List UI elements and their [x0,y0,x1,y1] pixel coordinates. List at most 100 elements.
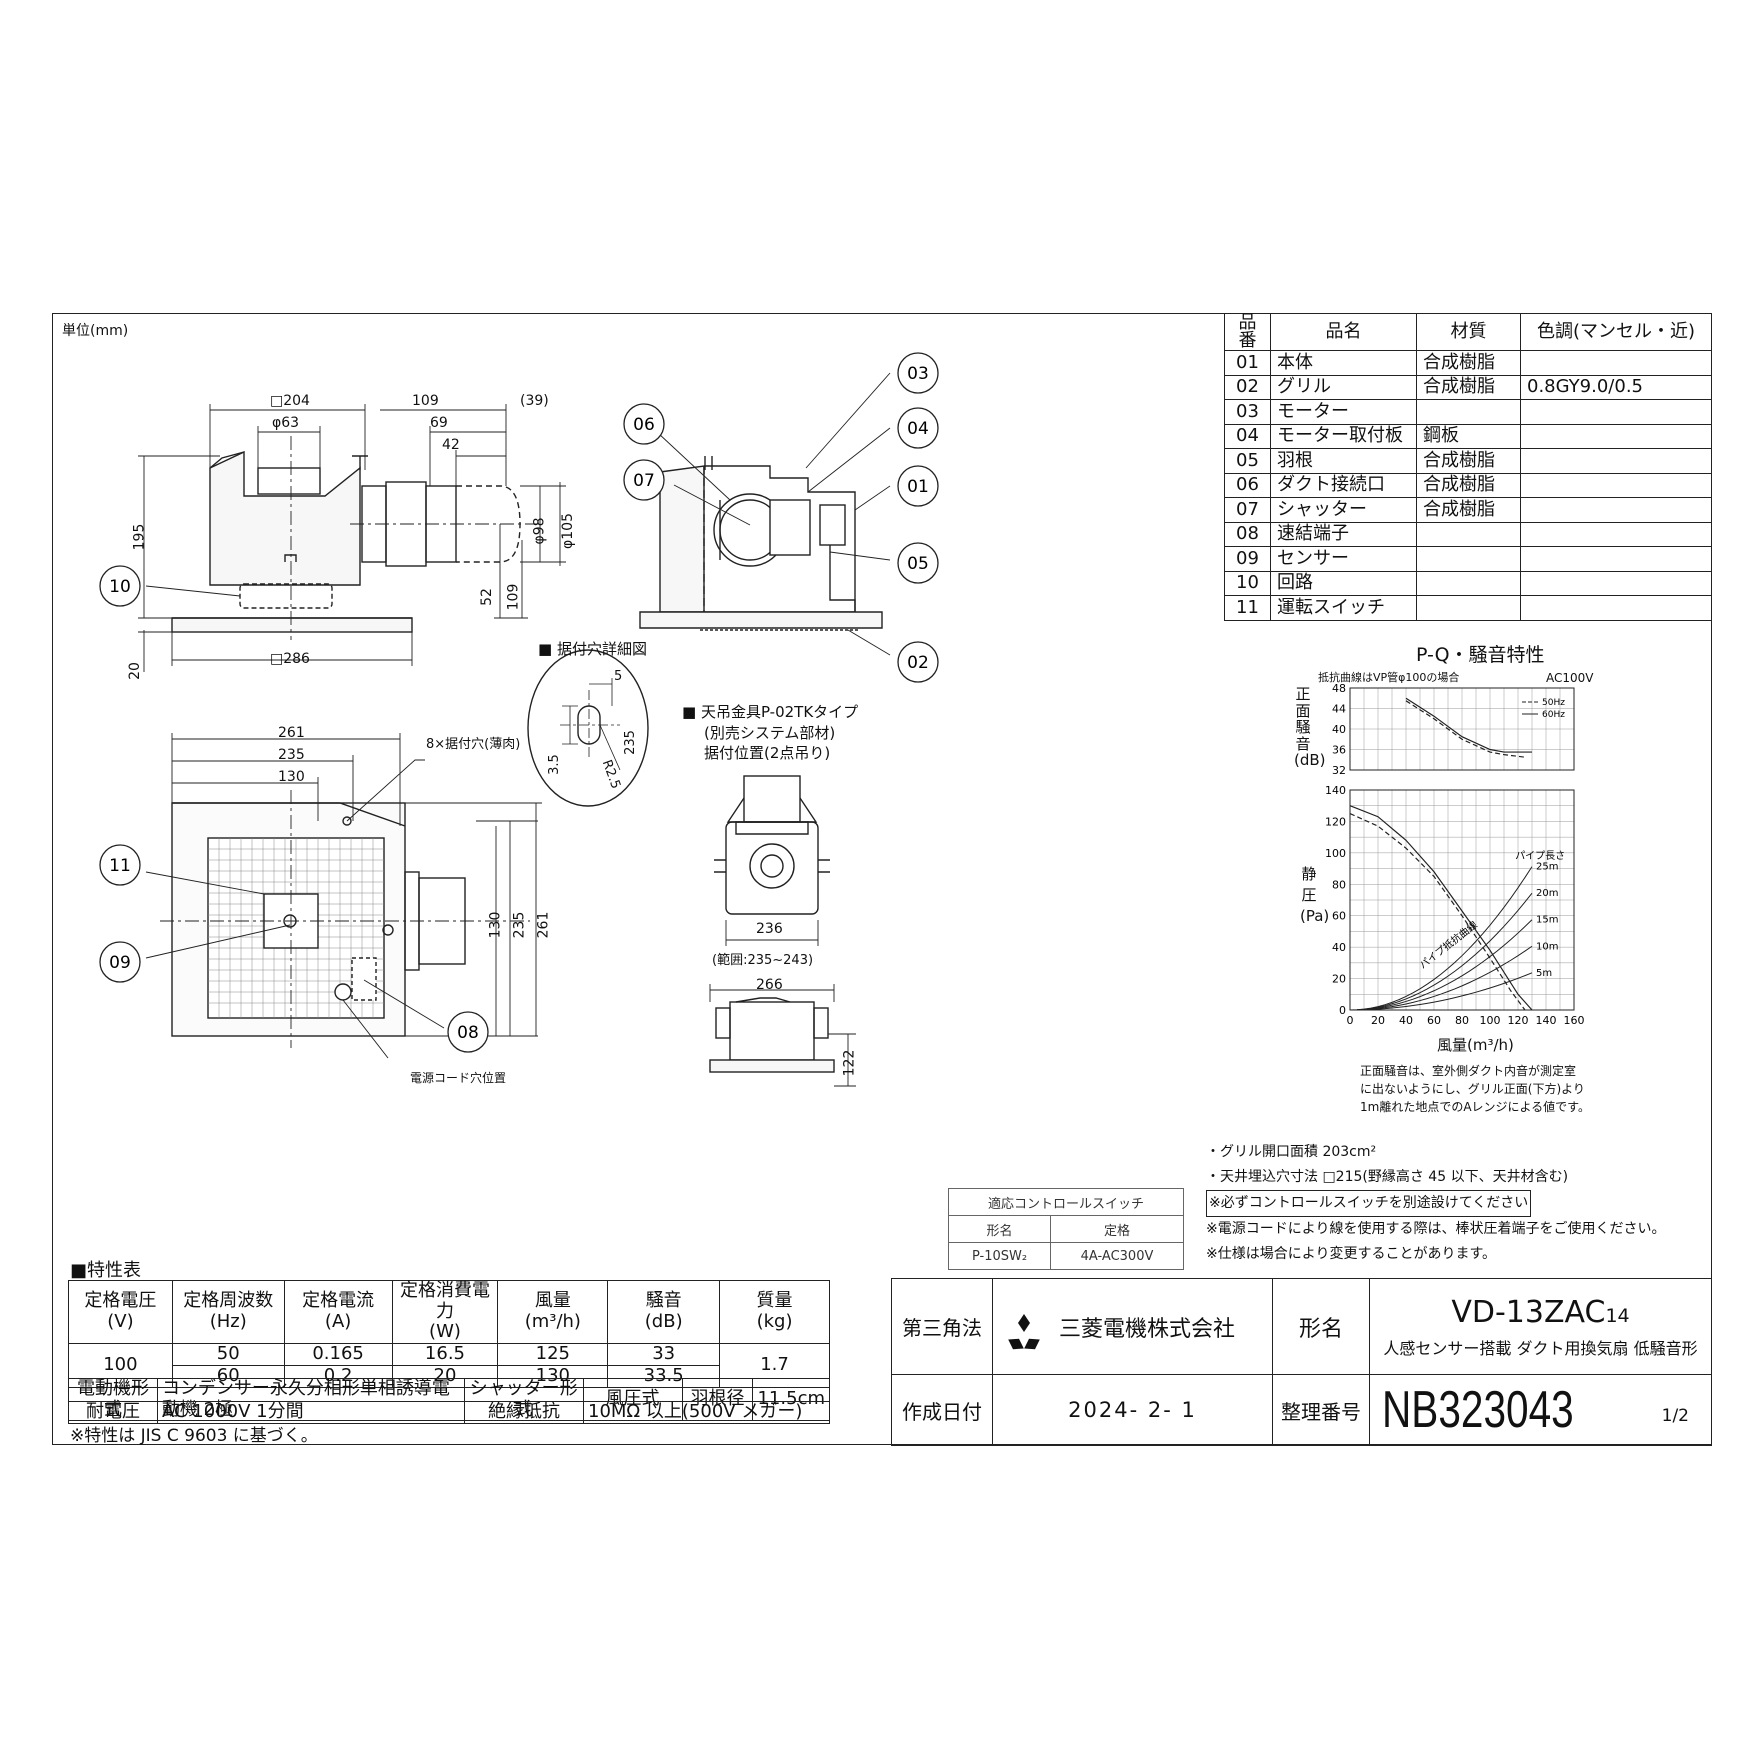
dim-5: 5 [614,669,623,684]
svg-text:11: 11 [109,856,131,876]
spec-h-noise: 騒音 (dB) [607,1279,721,1345]
parts-cell: 回路 [1270,570,1417,596]
dim-130: 130 [278,769,305,785]
parts-cell: 運転スイッチ [1270,595,1417,621]
noise-series-60Hz [1405,697,1532,753]
resistance-curve-20m [1349,892,1533,1011]
pressure-ytick: 20 [1332,973,1346,986]
note-ceiling-hole: ・天井埋込穴寸法 □215(野縁高さ 45 以下、天井材含む) [1206,1168,1569,1185]
callout-09: 09 [99,941,141,983]
parts-header-row: 品番品名材質色調(マンセル・近) [1224,313,1712,351]
parts-cell: シャッター [1270,497,1417,523]
pressure-plot-frame [1349,789,1575,1011]
parts-cell: モーター取付板 [1270,423,1417,449]
callout-10: 10 [99,565,141,607]
parts-cell [1416,570,1521,596]
parts-cell: 02 [1224,374,1271,400]
model-description: 人感センサー搭載 ダクト用換気扇 低騒音形 [1383,1338,1698,1358]
flow-xtick: 20 [1371,1014,1385,1027]
parts-cell [1416,521,1521,547]
parts-cell [1520,497,1712,523]
hanger-title: ■ 天吊金具P-02TKタイプ [682,703,859,721]
resistance-label-25m: 25m [1536,862,1558,873]
notes: ・グリル開口面積 203cm² ・天井埋込穴寸法 □215(野縁高さ 45 以下… [1206,1140,1665,1267]
parts-cell: 合成樹脂 [1416,448,1521,474]
parts-cell: 0.8GY9.0/0.5 [1520,374,1712,400]
parts-cell: 09 [1224,546,1271,572]
callout-05: 05 [897,542,939,584]
model-suffix: 14 [1605,1304,1630,1327]
page-number: 1/2 [1661,1406,1689,1426]
callout-06: 06 [623,403,665,445]
drawing-frame [52,313,1712,1445]
spec-h-power: 定格消費電力 (W) [391,1279,499,1345]
spec-row-50hz: 100 50 0.165 16.5 125 33 1.7 [68,1343,830,1389]
dim-phi63: φ63 [272,415,300,431]
noise-ytick: 36 [1332,744,1346,757]
svg-text:09: 09 [109,953,131,973]
spec-h-mass: 質量 (kg) [719,1279,830,1345]
noise-ylabel: 正面騒音(dB) [1294,685,1326,769]
svg-text:04: 04 [907,419,929,439]
creation-date: 2024- 2- 1 [992,1374,1273,1446]
dim-266: 266 [756,977,783,993]
side-view [171,436,540,640]
spec-header-row: 定格電圧 (V) 定格周波数 (Hz) 定格電流 (A) 定格消費電力 (W) … [68,1279,830,1345]
parts-cell: 本体 [1270,350,1417,376]
flow-xlabel: 風量(m³/h) [1437,1036,1514,1054]
dim-109: 109 [412,393,439,409]
hanger-view-1 [714,775,830,946]
parts-cell: 11 [1224,595,1271,621]
parts-cell: 07 [1224,497,1271,523]
parts-cell: 01 [1224,350,1271,376]
parts-cell [1520,595,1712,621]
noise-ytick: 48 [1332,682,1346,695]
parts-cell: 合成樹脂 [1416,374,1521,400]
parts-cell [1520,521,1712,547]
chart-note-line-3: 1m離れた地点でのAレンジによる値です。 [1360,1100,1590,1114]
parts-cell: 合成樹脂 [1416,350,1521,376]
model-number: VD-13ZAC [1451,1294,1606,1330]
svg-text:03: 03 [907,364,929,384]
parts-cell: 08 [1224,521,1271,547]
dim-3-5: 3.5 [546,754,562,775]
dim-109b: 109 [505,583,522,611]
legend-label-50Hz: 50Hz [1542,698,1565,708]
pressure-series-60Hz [1349,805,1533,1011]
parts-header-3: 色調(マンセル・近) [1520,313,1712,351]
hanger-subtitle-2: 据付位置(2点吊り) [704,744,831,762]
parts-cell [1520,546,1712,572]
noise-plot-frame [1349,687,1575,771]
noise-ytick: 40 [1332,723,1346,736]
legend-label-60Hz: 60Hz [1542,710,1565,720]
parts-cell: ダクト接続口 [1270,472,1417,498]
spec-table-3: 耐電圧 AC 1000V 1分間 絶縁抵抗 10MΩ 以上(500V メガー) [68,1401,830,1424]
spec-h-airflow: 風量 (m³/h) [497,1279,609,1345]
noise-ytick: 44 [1332,703,1346,716]
spec-withstand-row: 耐電圧 AC 1000V 1分間 絶縁抵抗 10MΩ 以上(500V メガー) [68,1401,830,1424]
dim-236: 236 [756,921,783,937]
pipe-length-label: パイプ長さ [1515,850,1565,862]
dim-39: (39) [520,393,549,409]
control-switch-title: 適応コントロールスイッチ [948,1188,1184,1216]
pressure-ytick: 100 [1325,847,1346,860]
chart-subtitle: 抵抗曲線はVP管φ100の場合 [1318,671,1460,684]
parts-cell: 羽根 [1270,448,1417,474]
callout-03: 03 [897,352,939,394]
section-view [639,456,883,631]
flow-xtick: 160 [1564,1014,1585,1027]
spec-title: ■特性表 [70,1260,142,1281]
resistance-label-20m: 20m [1536,888,1558,899]
resistance-curve-15m [1349,919,1533,1011]
side-dims [138,404,566,672]
spec-h-frequency: 定格周波数 (Hz) [171,1279,285,1345]
document-number: NB323043 [1382,1381,1574,1439]
model-label: 形名 [1272,1278,1370,1375]
dim-phi98: φ98 [531,517,548,545]
spec-withstand-value: AC 1000V 1分間 [157,1401,465,1424]
